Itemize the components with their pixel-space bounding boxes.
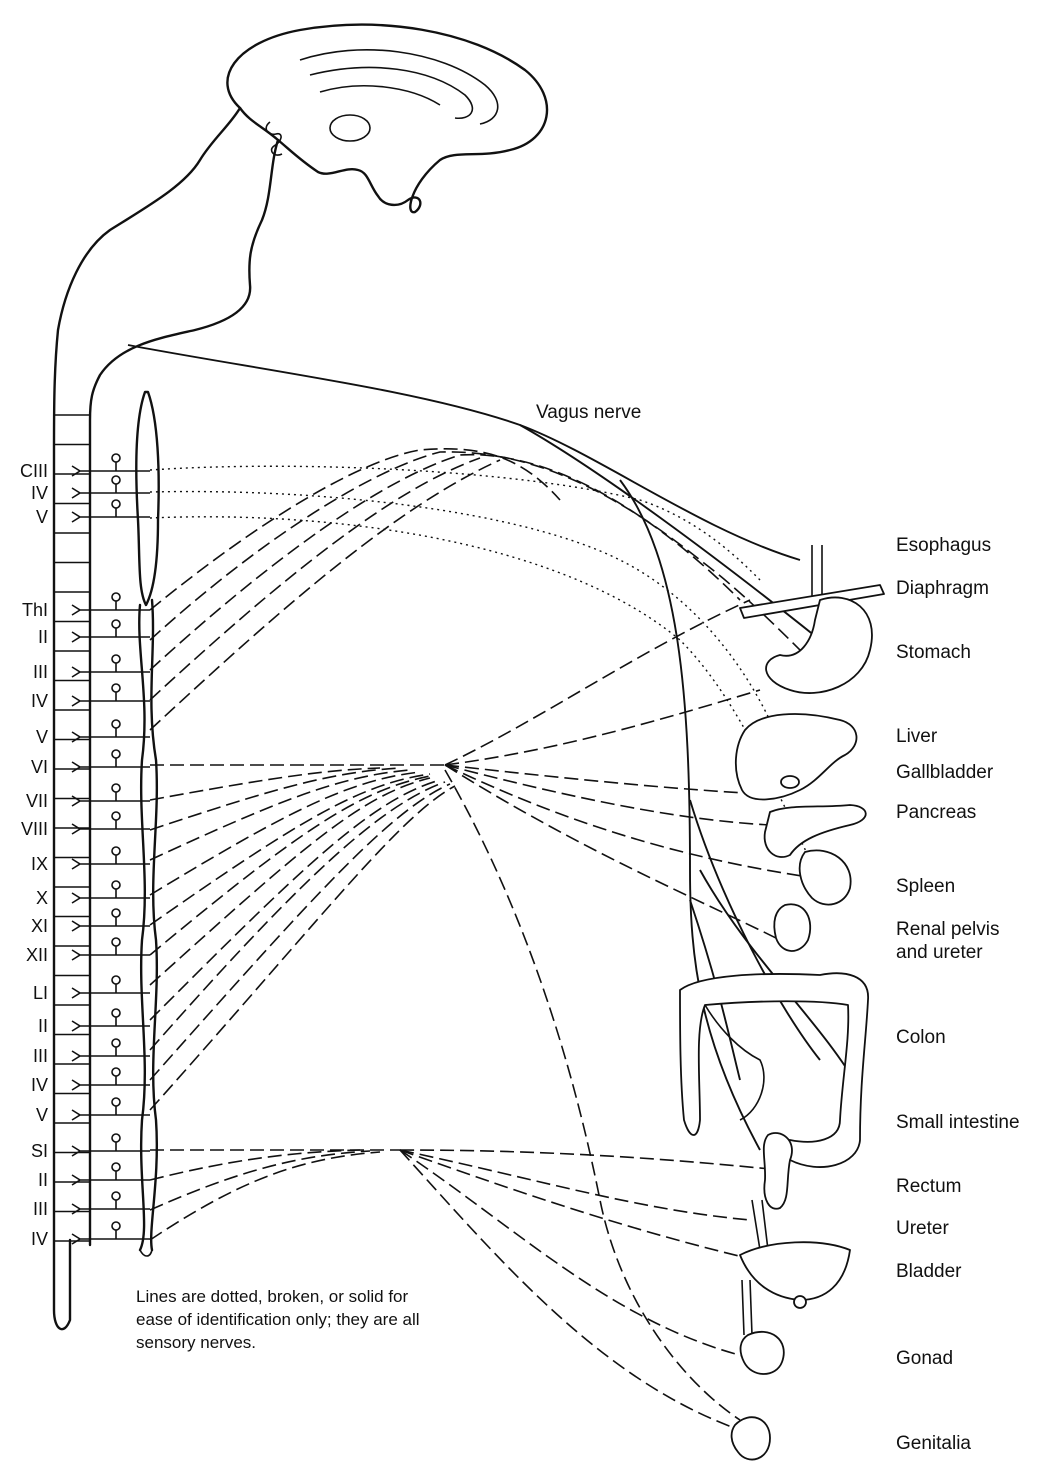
footnote-line-3: sensory nerves. [136, 1333, 256, 1352]
segment-label: X [36, 888, 48, 908]
dorsal-root-ganglion [112, 847, 120, 855]
segment-label: SI [31, 1141, 48, 1161]
spinal-root [72, 1175, 150, 1185]
organ-label-diaphragm: Diaphragm [896, 578, 989, 599]
dorsal-root-ganglion [112, 593, 120, 601]
spinal-root [72, 1234, 150, 1244]
segment-label: IV [31, 691, 48, 711]
spinal-root [72, 762, 150, 772]
dorsal-root-ganglion [112, 784, 120, 792]
spinal-root [72, 1021, 150, 1031]
spinal-root [72, 696, 150, 706]
segment-label: IV [31, 1229, 48, 1249]
dorsal-root-ganglion [112, 500, 120, 508]
spinal-root [72, 488, 150, 498]
spinal-root [72, 824, 150, 834]
sympathetic-chain [136, 392, 158, 1256]
dorsal-root-ganglion [112, 881, 120, 889]
organ-label-colon: Colon [896, 1027, 946, 1048]
footnote-line-2: ease of identification only; they are al… [136, 1310, 420, 1329]
spinal-root [72, 1146, 150, 1156]
spinal-root [72, 1110, 150, 1120]
segment-label: XI [31, 916, 48, 936]
organ-label-gallbladder: Gallbladder [896, 762, 994, 783]
segment-label: XII [26, 945, 48, 965]
organ-label-and-ureter: and ureter [896, 942, 983, 963]
segment-label: III [33, 1046, 48, 1066]
dorsal-root-ganglion [112, 1163, 120, 1171]
dorsal-root-ganglion [112, 1222, 120, 1230]
organ-labels: Esophagus Diaphragm Stomach Liver Gallbl… [896, 535, 1020, 1454]
dorsal-root-ganglion [112, 655, 120, 663]
spinal-segment-boxes [54, 415, 90, 1241]
segment-label: IX [31, 854, 48, 874]
segment-label: V [36, 507, 48, 527]
segment-label: III [33, 1199, 48, 1219]
segment-label: VI [31, 757, 48, 777]
organ-label-pancreas: Pancreas [896, 802, 976, 823]
segment-label: IV [31, 483, 48, 503]
organ-label-gonad: Gonad [896, 1348, 953, 1369]
spinal-root [72, 796, 150, 806]
segment-label: III [33, 662, 48, 682]
segment-label: V [36, 727, 48, 747]
dorsal-root-ganglion [112, 1009, 120, 1017]
dorsal-root-ganglion [112, 1098, 120, 1106]
organ-label-bladder: Bladder [896, 1261, 962, 1282]
dorsal-root-ganglion [112, 909, 120, 917]
footnote: Lines are dotted, broken, or solid for e… [136, 1287, 420, 1352]
segment-label: VIII [21, 819, 48, 839]
segment-label: II [38, 1016, 48, 1036]
spinal-root [72, 950, 150, 960]
organ-label-stomach: Stomach [896, 642, 971, 663]
spinal-root [72, 893, 150, 903]
spinal-root [72, 859, 150, 869]
spinal-root [72, 605, 150, 615]
vagus-nerve-label: Vagus nerve [536, 402, 641, 423]
segment-label: VII [26, 791, 48, 811]
spinal-root [72, 667, 150, 677]
organ-label-renal-pelvis: Renal pelvis [896, 919, 1000, 940]
organ-label-rectum: Rectum [896, 1176, 961, 1197]
dorsal-root-ganglion [112, 684, 120, 692]
dorsal-root-ganglion [112, 720, 120, 728]
organ-label-small-intestine: Small intestine [896, 1112, 1020, 1133]
dorsal-root-ganglion [112, 812, 120, 820]
brain-illustration [54, 25, 547, 1329]
spinal-root [72, 921, 150, 931]
dorsal-root-ganglion [112, 750, 120, 758]
spinal-root [72, 988, 150, 998]
organ-illustrations [680, 545, 884, 1460]
dorsal-root-ganglion [112, 454, 120, 462]
spinal-root [72, 732, 150, 742]
segment-label: LI [33, 983, 48, 1003]
spinal-root [72, 1080, 150, 1090]
dorsal-root-ganglion [112, 1068, 120, 1076]
dorsal-root-ganglion [112, 1192, 120, 1200]
organ-label-ureter: Ureter [896, 1218, 949, 1239]
segment-label: II [38, 1170, 48, 1190]
organ-label-liver: Liver [896, 726, 938, 747]
dorsal-root-ganglion [112, 938, 120, 946]
dorsal-root-ganglion [112, 1134, 120, 1142]
dorsal-root-ganglion [112, 620, 120, 628]
organ-label-spleen: Spleen [896, 876, 955, 897]
segment-label: II [38, 627, 48, 647]
spinal-root [72, 1204, 150, 1214]
organ-label-genitalia: Genitalia [896, 1433, 971, 1454]
segment-label: CIII [20, 461, 48, 481]
spinal-root-ganglia [72, 454, 150, 1244]
segment-labels: CIIIIVVThIIIIIIIVVVIVIIVIIIIXXXIXIILIIII… [20, 461, 48, 1249]
dorsal-root-ganglion [112, 976, 120, 984]
footnote-line-1: Lines are dotted, broken, or solid for [136, 1287, 408, 1306]
dorsal-root-ganglion [112, 1039, 120, 1047]
segment-label: V [36, 1105, 48, 1125]
spinal-root [72, 1051, 150, 1061]
spinal-root [72, 632, 150, 642]
organ-label-esophagus: Esophagus [896, 535, 991, 556]
segment-label: ThI [22, 600, 48, 620]
dorsal-root-ganglion [112, 476, 120, 484]
segment-label: IV [31, 1075, 48, 1095]
